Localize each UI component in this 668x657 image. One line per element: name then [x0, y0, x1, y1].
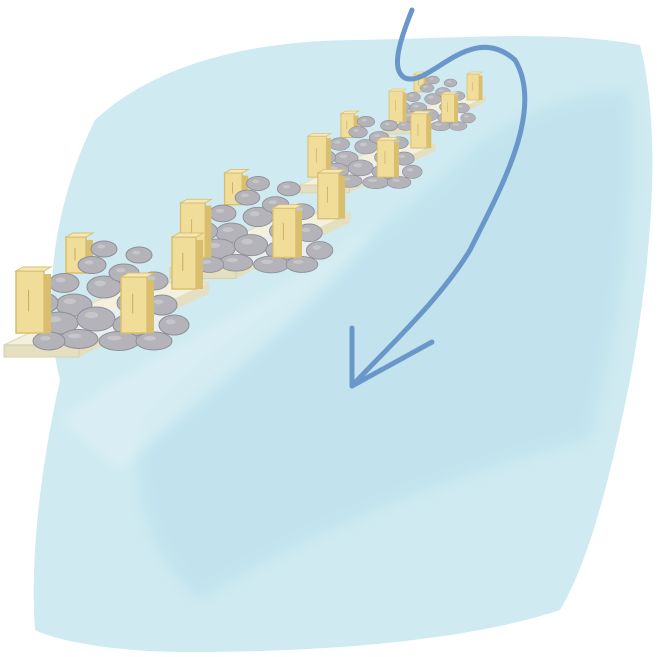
river-scene [0, 0, 668, 657]
river-illustration [0, 0, 668, 657]
